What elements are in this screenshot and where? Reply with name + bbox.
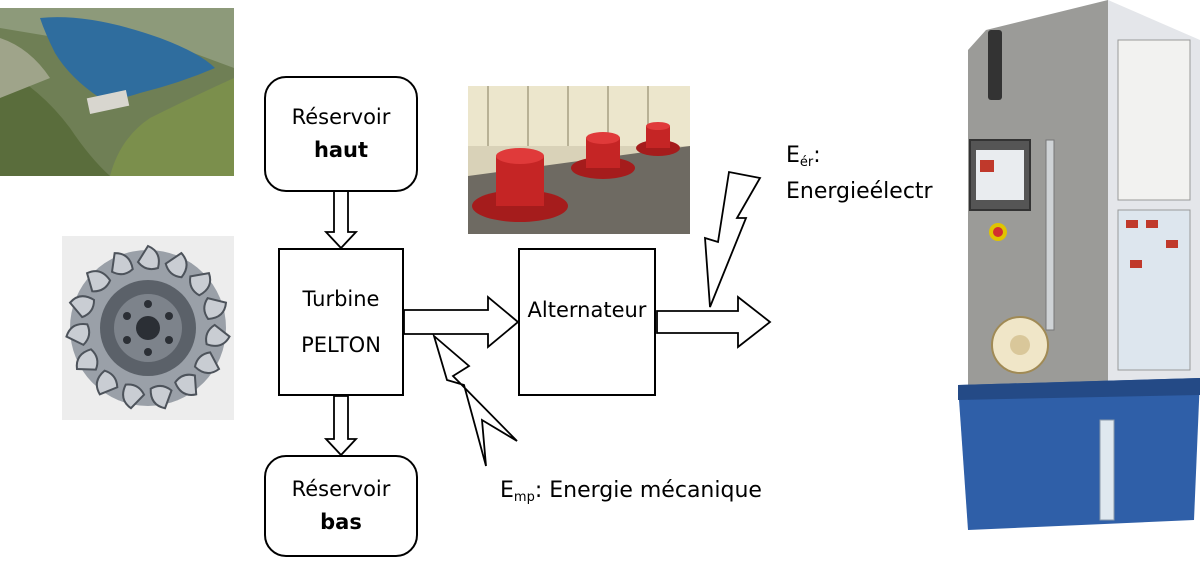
electrical-energy-colon: : <box>813 143 821 168</box>
mechanical-energy-bolt-icon <box>432 333 518 467</box>
mechanical-energy-text: : Energie mécanique <box>534 478 762 503</box>
arrow-turbine-to-reservoir-bottom <box>323 395 359 457</box>
reservoir-bottom-node: Réservoir bas <box>264 455 418 557</box>
electrical-energy-text: Energieélectr <box>786 178 933 204</box>
mechanical-energy-symbol: E <box>500 478 514 503</box>
reservoir-top-sublabel: haut <box>313 138 369 162</box>
electrical-energy-subscript: ér <box>799 155 814 170</box>
dam-reservoir-photo <box>0 8 234 176</box>
mechanical-energy-subscript: mp <box>513 490 535 505</box>
reservoir-top-node: Réservoir haut <box>264 76 418 192</box>
electrical-energy-label: Eér: Energieélectr <box>786 138 933 209</box>
reservoir-bottom-sublabel: bas <box>320 510 362 534</box>
arrow-alternator-output <box>656 295 772 349</box>
alternator-node: Alternateur <box>518 248 656 396</box>
reservoir-top-label: Réservoir <box>291 105 391 130</box>
mechanical-energy-label: Emp: Energie mécanique <box>500 478 762 505</box>
electrical-energy-symbol: E <box>786 143 800 168</box>
pelton-wheel-photo <box>62 236 234 420</box>
pelton-test-bench-photo <box>958 0 1200 540</box>
arrow-turbine-to-alternator <box>403 295 520 349</box>
power-station-turbines-photo <box>468 86 690 234</box>
electrical-energy-bolt-icon <box>704 170 762 308</box>
alternator-label: Alternateur <box>527 298 647 322</box>
turbine-label: Turbine <box>302 286 380 311</box>
reservoir-bottom-label: Réservoir <box>291 477 391 502</box>
arrow-reservoir-top-to-turbine <box>323 189 359 250</box>
turbine-sublabel: PELTON <box>301 333 381 357</box>
turbine-node: Turbine PELTON <box>278 248 404 396</box>
